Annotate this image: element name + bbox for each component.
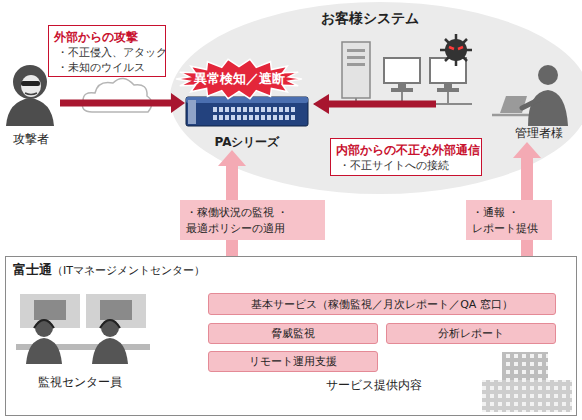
callout-heading: 内部からの不正な外部通信 — [336, 142, 476, 158]
staff-headset — [100, 320, 120, 328]
pc-screen — [430, 58, 466, 83]
device-port — [231, 115, 235, 120]
desk-partition — [86, 294, 146, 328]
device-port — [255, 107, 259, 112]
device-port — [279, 115, 283, 120]
edge-label: ・通報 ・レポート提供 — [466, 200, 552, 240]
device-ear — [188, 100, 196, 124]
attacker-face — [21, 75, 41, 97]
device-top — [186, 97, 308, 103]
server-slot — [347, 63, 365, 66]
device-port — [291, 107, 295, 112]
device-port — [225, 107, 229, 112]
callout-item: ・不正サイトへの接続 — [336, 158, 476, 173]
staff-monitor — [100, 300, 132, 320]
service-box: リモート運用支援 — [208, 351, 378, 372]
staff-head — [35, 319, 53, 337]
pc-screen — [384, 58, 420, 83]
virus-eyes — [449, 47, 463, 49]
attacker-body — [6, 98, 54, 126]
actor-label: 攻撃者 — [13, 131, 49, 148]
pc-base — [391, 88, 413, 92]
server-case — [342, 42, 370, 98]
staff-head — [101, 319, 119, 337]
attacker-mouth — [25, 93, 37, 95]
device-port — [249, 107, 253, 112]
staff-headset — [34, 320, 54, 328]
building-windows — [482, 380, 572, 412]
firewall-device: PAシリーズ — [185, 96, 309, 150]
service-box: 基本サービス（稼働監視／月次レポート／QA 窓口） — [208, 293, 556, 315]
section-caption: サービス提供内容 — [318, 377, 430, 394]
device-body — [186, 97, 308, 126]
device-port — [261, 115, 265, 120]
arrow-connector — [60, 100, 171, 107]
device-port — [237, 107, 241, 112]
device-port — [285, 115, 289, 120]
device-port — [267, 107, 271, 112]
device-port — [231, 107, 235, 112]
staff-monitor — [34, 300, 66, 320]
desk-partition — [20, 294, 80, 328]
device-port — [249, 115, 253, 120]
edge-label: ・稼働状況の監視 ・最適ポリシーの適用 — [180, 200, 325, 240]
device-port — [267, 115, 271, 120]
pc-base — [437, 88, 459, 92]
device-port — [255, 115, 259, 120]
device-port — [273, 107, 277, 112]
building-wing — [482, 380, 572, 412]
server-slot — [347, 49, 365, 52]
internet-cloud — [82, 78, 151, 112]
device-port — [219, 115, 223, 120]
device-port — [243, 115, 247, 120]
zone-title: お客様システム — [321, 10, 419, 28]
service-text: 脅威監視 — [271, 326, 315, 341]
attacker-figure — [6, 65, 54, 126]
admin-head — [538, 65, 558, 85]
callout-box: 内部からの不正な外部通信・不正サイトへの接続 — [330, 138, 482, 176]
service-text: 分析レポート — [438, 326, 504, 341]
alert-text: 異常検知／遮断 — [194, 70, 285, 88]
device-port — [213, 115, 217, 120]
device-port — [225, 115, 229, 120]
device-port — [261, 107, 265, 112]
device-port — [243, 107, 247, 112]
pc-stand — [398, 83, 406, 88]
actor-label: 管理者様 — [515, 125, 563, 142]
service-text: リモート運用支援 — [249, 354, 337, 369]
callout-item: ・不正侵入、アタック — [54, 45, 160, 60]
device-label: PAシリーズ — [215, 134, 280, 150]
staff-caption: 監視センター員 — [28, 374, 132, 391]
attacker-hood — [13, 65, 47, 99]
burst-shape — [176, 59, 302, 98]
callout-heading: 外部からの攻撃 — [54, 29, 160, 45]
server-symbol — [342, 42, 370, 98]
device-port — [219, 107, 223, 112]
device-outline — [185, 96, 309, 127]
provider-name: 富士通 — [13, 261, 52, 279]
device-port — [285, 107, 289, 112]
zone-ellipse — [170, 2, 582, 194]
pc-stand — [444, 83, 452, 88]
service-text: 基本サービス（稼働監視／月次レポート／QA 窓口） — [251, 297, 513, 312]
virus-core — [445, 39, 467, 61]
callout-item: ・未知のウイルス — [54, 60, 160, 75]
service-box: 脅威監視 — [208, 323, 378, 344]
device-port — [213, 107, 217, 112]
actor: 管理者様 — [500, 58, 578, 142]
attacker-glasses — [21, 81, 40, 86]
device-port — [237, 115, 241, 120]
server-slot — [347, 56, 365, 59]
provider-subtitle: （ITマネージメントセンター） — [52, 263, 205, 278]
internal-traffic-arrow — [328, 101, 436, 108]
callout-box: 外部からの攻撃・不正侵入、アタック・未知のウイルス — [48, 25, 166, 77]
service-box: 分析レポート — [386, 323, 556, 344]
alert-burst: 異常検知／遮断 — [176, 59, 302, 99]
device-port — [273, 115, 277, 120]
actor: 攻撃者 — [2, 62, 60, 148]
device-port — [291, 115, 295, 120]
device-port — [279, 107, 283, 112]
